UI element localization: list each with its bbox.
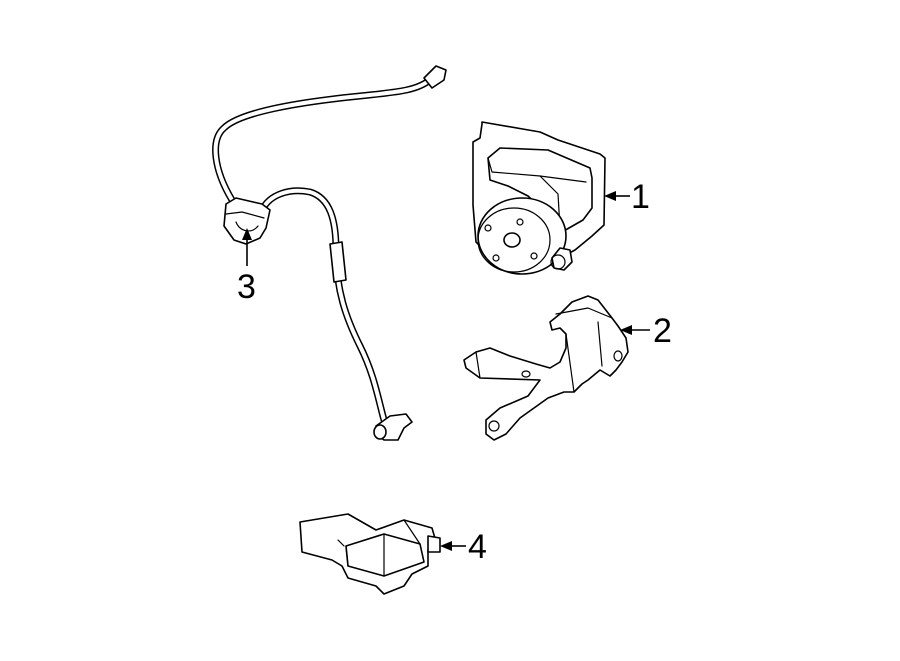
part-2-bracket	[463, 295, 629, 441]
arrowhead-3	[242, 228, 252, 240]
callout-1: 1	[604, 178, 650, 216]
arrowhead-1	[604, 191, 616, 201]
callout-label-3: 3	[237, 268, 256, 306]
part-1-abs-modulator	[472, 121, 606, 275]
callout-3: 3	[237, 228, 256, 306]
part-3-speed-sensor-harness	[212, 65, 447, 441]
callout-label-4: 4	[468, 528, 487, 566]
callout-label-2: 2	[653, 312, 672, 350]
callout-4: 4	[440, 528, 487, 566]
callout-2: 2	[620, 312, 672, 350]
part-4-sensor-module	[299, 513, 441, 595]
arrowhead-4	[440, 541, 452, 551]
callout-label-1: 1	[631, 178, 650, 216]
arrowhead-2	[620, 325, 632, 335]
